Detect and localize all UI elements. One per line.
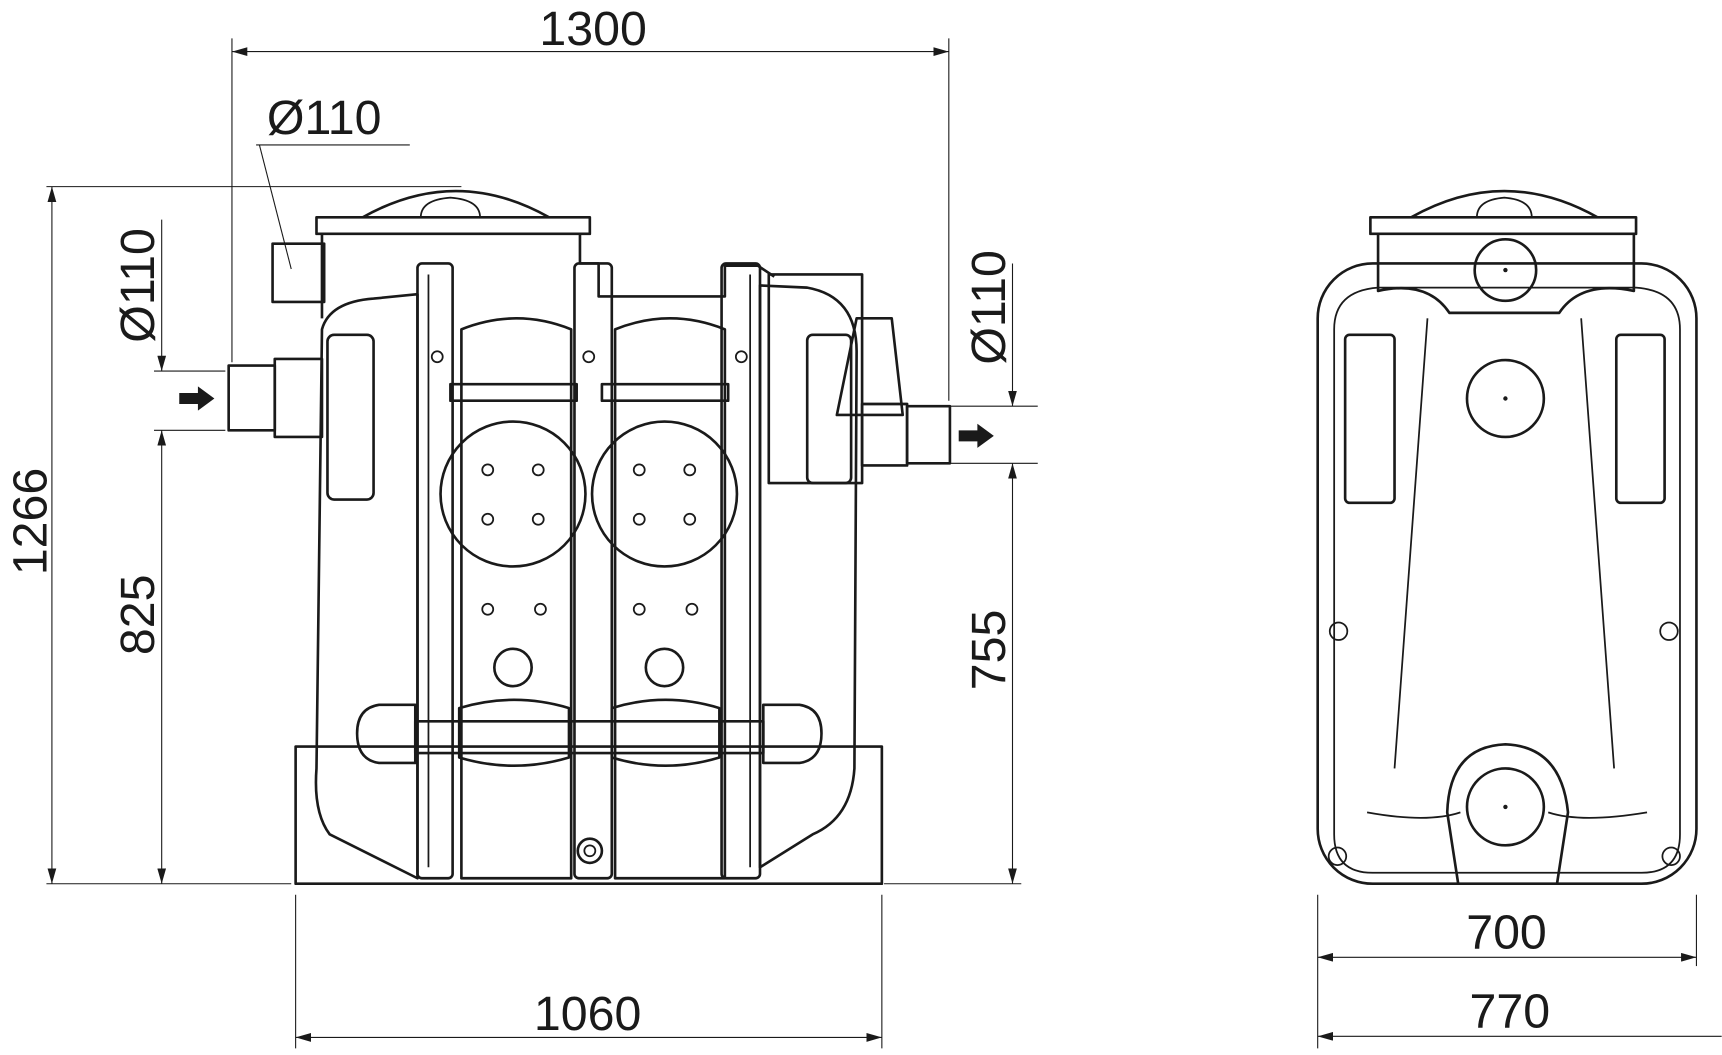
outlet-pipe xyxy=(905,404,952,465)
tank-body xyxy=(314,292,419,880)
dim-side-base-width: 700 xyxy=(1466,906,1547,960)
outflow-arrow-icon xyxy=(958,423,994,448)
base xyxy=(294,745,884,886)
dim-height-overall: 1266 xyxy=(3,468,57,575)
outlet-housing xyxy=(767,273,864,485)
dim-inlet-top-diameter: Ø110 xyxy=(267,91,382,145)
side-body xyxy=(1316,262,1698,886)
dim-inlet-diameter: Ø110 xyxy=(111,228,165,343)
dim-base-width: 1060 xyxy=(534,987,641,1041)
dim-inlet-height: 825 xyxy=(111,574,165,655)
lid xyxy=(315,216,592,236)
inspection-port-left xyxy=(439,420,587,568)
outlet-cone xyxy=(835,317,905,417)
side-view-tank xyxy=(1316,189,1698,886)
dimension-labels: 1300 Ø110 1266 Ø110 825 Ø110 755 1060 70… xyxy=(3,2,1550,1041)
dim-width-overall: 1300 xyxy=(539,2,646,56)
handle-bar xyxy=(355,698,823,767)
dim-side-width-overall: 770 xyxy=(1470,985,1551,1039)
front-view-tank xyxy=(227,189,952,886)
neck xyxy=(320,233,776,319)
inlet-stub-top xyxy=(271,242,326,304)
dim-outlet-diameter: Ø110 xyxy=(962,250,1016,365)
inspection-port-right xyxy=(590,420,739,568)
side-outlet xyxy=(1445,743,1570,884)
inflow-arrow-icon xyxy=(179,386,215,411)
dim-outlet-height: 755 xyxy=(962,610,1016,691)
lid-dome xyxy=(361,189,550,219)
side-lid xyxy=(1369,216,1638,236)
dimension-lines xyxy=(46,38,1722,1049)
inlet-pipe xyxy=(227,364,277,432)
